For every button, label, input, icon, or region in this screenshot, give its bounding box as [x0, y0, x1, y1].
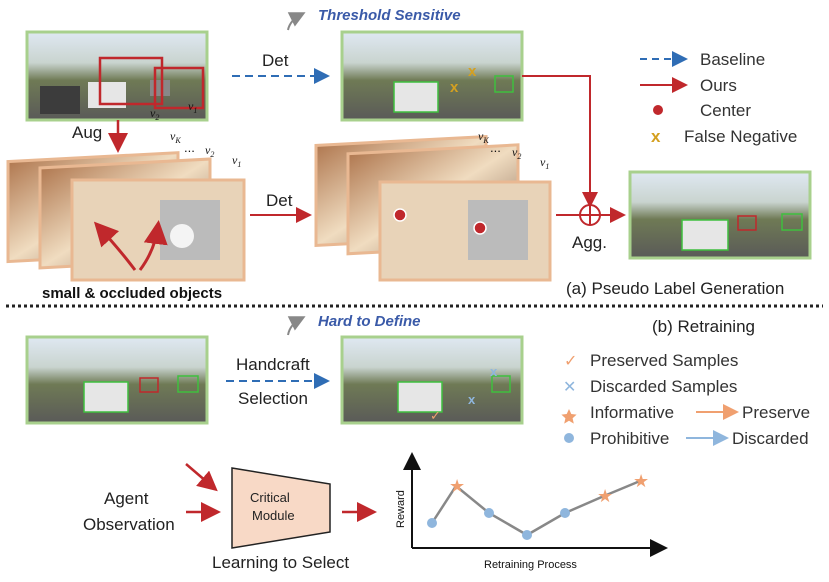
scene-retrain-input — [25, 335, 209, 425]
legend-preserve: Preserve — [742, 403, 810, 422]
det-mid-label: Det — [266, 191, 293, 210]
label-vK-mid: vK — [478, 129, 489, 145]
ours-arrow-top — [522, 75, 598, 208]
section-b-title: (b) Retraining — [652, 317, 755, 336]
label-v1-mid: v1 — [540, 155, 549, 171]
reward-axis-label: Reward — [395, 490, 407, 528]
legend-top: Baseline Ours Center x False Negative — [640, 50, 797, 146]
svg-text:✕: ✕ — [563, 379, 576, 396]
augmented-views-stack: vK ... v2 v1 — [6, 129, 246, 282]
aug-label: Aug — [72, 123, 102, 142]
svg-text:x: x — [490, 364, 498, 379]
view-box-v2 — [98, 56, 164, 106]
svg-text:✓: ✓ — [430, 408, 441, 423]
legend-discarded-2: Discarded — [732, 429, 809, 448]
label-v1-left: v1 — [232, 153, 241, 169]
label-vK-left: vK — [170, 129, 181, 145]
label-v1-top: v1 — [188, 99, 197, 115]
critical-module — [231, 467, 331, 549]
detected-views-stack: vK ... v2 v1 — [314, 129, 552, 282]
gray-curve-arrow-top — [287, 12, 306, 31]
small-occluded-label: small & occluded objects — [42, 285, 222, 302]
scene-pseudo-label-result — [628, 170, 812, 260]
svg-text:x: x — [468, 392, 476, 407]
threshold-sensitive-label: Threshold Sensitive — [318, 7, 461, 24]
reward-point-prohibitive — [522, 530, 532, 540]
observation-label: Observation — [83, 515, 175, 534]
scene-input-top: v2 v1 — [25, 30, 209, 122]
false-negative-mark: x — [450, 79, 459, 96]
section-a-title: (a) Pseudo Label Generation — [566, 279, 784, 298]
legend-baseline: Baseline — [700, 50, 765, 69]
reward-point-informative: ★ — [449, 476, 465, 496]
reward-point-informative: ★ — [597, 486, 613, 506]
legend-center: Center — [700, 101, 751, 120]
legend-discarded: Discarded Samples — [590, 377, 737, 396]
svg-text:...: ... — [490, 140, 501, 155]
retraining-axis-label: Retraining Process — [484, 559, 577, 571]
reward-point-prohibitive — [484, 508, 494, 518]
false-negative-mark: x — [468, 63, 477, 80]
reward-point-prohibitive — [427, 518, 437, 528]
gray-curve-arrow-bottom — [287, 316, 306, 336]
svg-text:✓: ✓ — [564, 353, 577, 370]
reward-point-informative: ★ — [633, 471, 649, 491]
agent-label: Agent — [104, 489, 149, 508]
reward-plot: Reward Retraining Process ★ ★ ★ — [395, 452, 668, 571]
svg-text:...: ... — [184, 140, 195, 155]
module-label: Module — [252, 508, 295, 523]
selection-label: Selection — [238, 389, 308, 408]
legend-bottom: ✓ Preserved Samples ✕ Discarded Samples … — [561, 351, 810, 448]
label-v2-left: v2 — [205, 143, 214, 159]
legend-informative: Informative — [590, 403, 674, 422]
legend-preserved: Preserved Samples — [590, 351, 738, 370]
scene-detection-top: x x — [340, 30, 524, 122]
hard-to-define-label: Hard to Define — [318, 313, 421, 330]
legend-prohibitive: Prohibitive — [590, 429, 669, 448]
reward-point-prohibitive — [560, 508, 570, 518]
label-v2-top: v2 — [150, 106, 159, 122]
label-v2-mid: v2 — [512, 145, 521, 161]
handcraft-label: Handcraft — [236, 355, 310, 374]
svg-text:x: x — [651, 127, 661, 146]
scene-retrain-selected: x x ✓ — [340, 335, 524, 425]
agg-label: Agg. — [572, 233, 607, 252]
legend-false-negative: False Negative — [684, 127, 797, 146]
critical-label: Critical — [250, 490, 290, 505]
view-box-v1 — [153, 66, 205, 110]
legend-ours: Ours — [700, 76, 737, 95]
learning-to-select-label: Learning to Select — [212, 553, 349, 572]
det-top-label: Det — [262, 51, 289, 70]
